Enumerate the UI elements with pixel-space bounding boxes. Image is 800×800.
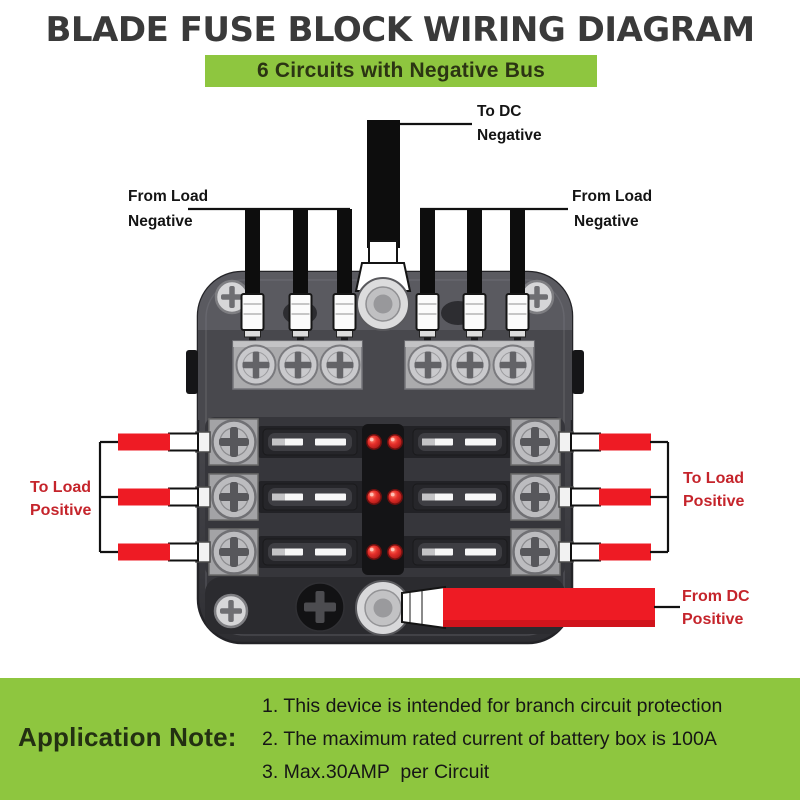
load-negative-wires-left xyxy=(245,209,352,303)
dc-positive-wire xyxy=(401,585,655,630)
label-to-dc-line2: Negative xyxy=(477,127,542,144)
label-from-dc-line1: From DC xyxy=(682,588,750,605)
negative-bus-strip-left xyxy=(232,340,363,390)
application-note-section: Application Note: 1. This device is inte… xyxy=(0,678,800,800)
negative-bus-strip-right xyxy=(404,340,535,390)
fuse-2 xyxy=(412,428,508,456)
label-to-load-right-line1: To Load xyxy=(683,470,745,487)
fuse-3 xyxy=(262,483,358,511)
mount-tab-right xyxy=(572,350,584,394)
corner-screw-bottom-left xyxy=(213,593,249,629)
application-note-heading: Application Note: xyxy=(18,722,237,752)
load-negative-wires-right xyxy=(420,209,525,303)
fuse-1 xyxy=(262,428,358,456)
subtitle-banner: 6 Circuits with Negative Bus xyxy=(205,55,597,87)
label-to-load-left-line1: To Load xyxy=(30,479,92,496)
subtitle-text: 6 Circuits with Negative Bus xyxy=(256,58,545,82)
dc-negative-wire xyxy=(367,120,400,248)
fuse-4 xyxy=(412,483,508,511)
label-from-load-right-line1: From Load xyxy=(572,188,653,205)
fuse-6 xyxy=(412,538,508,566)
page-title: BLADE FUSE BLOCK WIRING DIAGRAM xyxy=(45,10,755,50)
led-panel xyxy=(362,424,404,575)
label-from-load-left-line1: From Load xyxy=(128,188,209,205)
load-positive-wires-right xyxy=(558,431,670,563)
label-to-dc-line1: To DC xyxy=(477,103,522,120)
label-to-load-right-line2: Positive xyxy=(683,493,745,510)
application-note-1: 1. This device is intended for branch ci… xyxy=(262,695,723,717)
positive-bus-mark xyxy=(295,582,345,632)
fuse-5 xyxy=(262,538,358,566)
negative-stud xyxy=(354,240,412,331)
pointer-lines xyxy=(188,122,680,609)
application-note-2: 2. The maximum rated current of battery … xyxy=(262,728,717,750)
positive-stud xyxy=(355,580,411,636)
label-from-dc-line2: Positive xyxy=(682,611,744,628)
label-from-load-left-line2: Negative xyxy=(128,213,193,230)
mount-tab-left xyxy=(186,350,198,394)
load-positive-wires-left xyxy=(98,431,211,563)
label-to-load-left-line2: Positive xyxy=(30,502,92,519)
application-note-3: 3. Max.30AMP per Circuit xyxy=(262,761,490,783)
fuse-rows xyxy=(208,418,561,576)
label-from-load-right-line2: Negative xyxy=(574,213,639,230)
